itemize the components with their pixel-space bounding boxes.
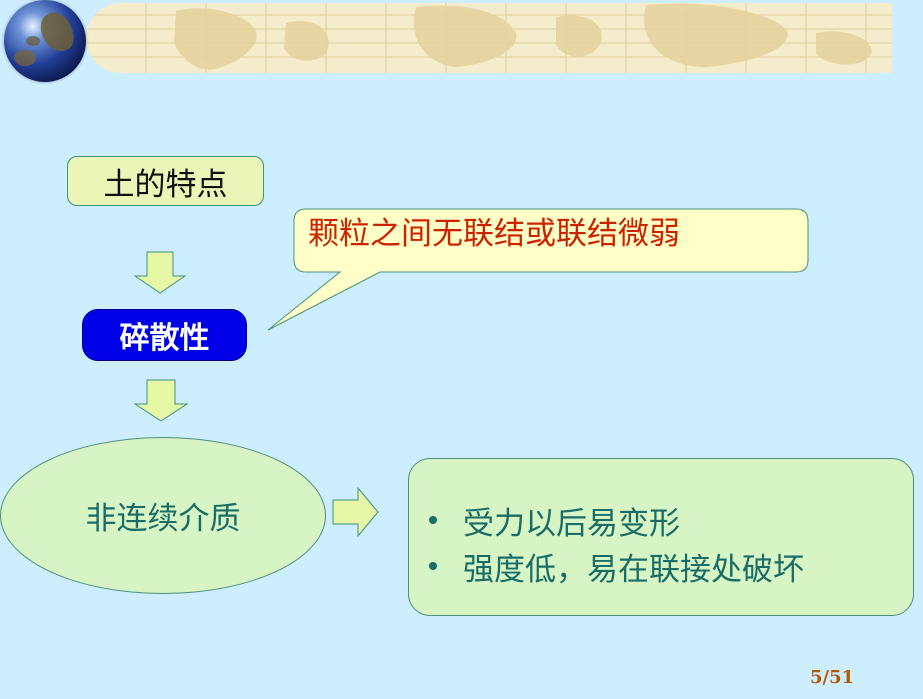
bullet-dot-icon xyxy=(429,516,437,524)
fragmentation-box: 碎散性 xyxy=(82,309,247,361)
page-number: 5/51 xyxy=(810,667,855,688)
world-map-decoration xyxy=(86,3,892,73)
bullet-item: 受力以后易变形 xyxy=(429,497,913,543)
properties-box: 受力以后易变形 强度低，易在联接处破坏 xyxy=(408,458,914,616)
discontinuous-medium-label: 非连续介质 xyxy=(85,501,241,537)
bullet-dot-icon xyxy=(429,562,437,570)
bullet-text: 受力以后易变形 xyxy=(463,505,680,542)
down-arrow-2 xyxy=(133,379,189,422)
right-arrow xyxy=(332,486,379,538)
bullet-item: 强度低，易在联接处破坏 xyxy=(429,543,913,589)
fragmentation-label: 碎散性 xyxy=(119,321,210,356)
soil-characteristics-box: 土的特点 xyxy=(67,156,264,206)
header-banner xyxy=(86,3,892,73)
callout-balloon xyxy=(267,208,809,331)
soil-characteristics-label: 土的特点 xyxy=(103,166,228,203)
globe-icon xyxy=(4,0,86,82)
bullet-text: 强度低，易在联接处破坏 xyxy=(463,551,804,588)
discontinuous-medium-ellipse: 非连续介质 xyxy=(0,437,326,594)
down-arrow-1 xyxy=(133,251,187,294)
callout-text: 颗粒之间无联结或联结微弱 xyxy=(308,216,680,252)
